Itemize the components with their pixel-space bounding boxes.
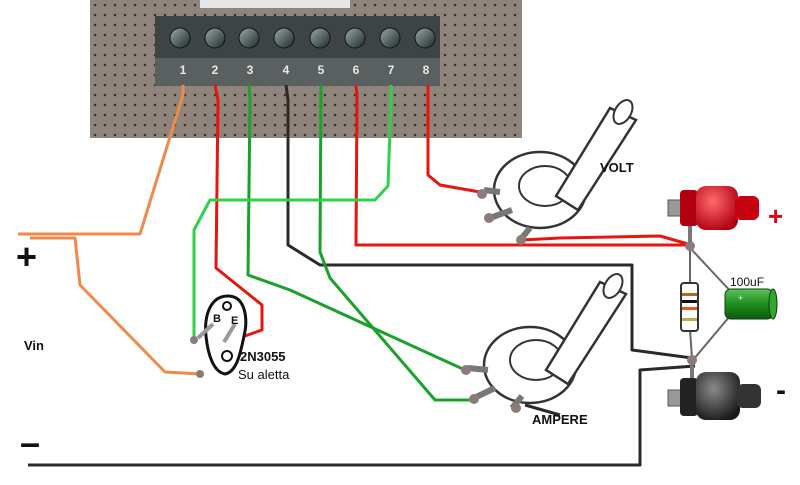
wire-t5-ampere [318, 84, 473, 402]
pin-b-label: B [213, 313, 221, 325]
ampere-potentiometer [461, 273, 628, 413]
wire-t2-base [213, 84, 264, 346]
wire-cap-top [691, 249, 735, 296]
wire-vin-plus [18, 85, 185, 236]
output-minus-sign: - [776, 374, 786, 407]
wires [18, 84, 736, 467]
wire-res-bottom [689, 329, 693, 359]
wire-t7-base [192, 85, 393, 340]
capacitor-label: 100uF [730, 275, 764, 289]
terminal-label-8: 8 [423, 63, 430, 77]
terminal-label-7: 7 [388, 63, 395, 77]
ampere-label: AMPERE [532, 412, 588, 427]
svg-text:+: + [738, 293, 743, 303]
wire-t3-ampere [246, 84, 466, 372]
transistor-2n3055: B E [196, 294, 248, 376]
terminal-label-1: 1 [180, 63, 187, 77]
vin-label: Vin [24, 338, 44, 353]
pin-e-label: E [231, 315, 238, 327]
output-plus-sign: + [768, 201, 783, 231]
transistor-name: 2N3055 [240, 349, 286, 364]
terminal-label-4: 4 [283, 63, 290, 77]
wire-t8-volt [426, 85, 481, 194]
vin-plus-sign: + [16, 236, 37, 277]
wire-t6-output [354, 84, 690, 247]
terminal-label-6: 6 [353, 63, 360, 77]
transistor-note: Su aletta [238, 367, 290, 382]
output-terminal-positive [667, 186, 759, 242]
output-terminal-negative [667, 364, 761, 420]
wire-volt-wiper [521, 234, 689, 246]
terminal-block: 1 2 3 4 5 6 7 8 [155, 16, 440, 86]
terminal-label-5: 5 [318, 63, 325, 77]
resistor [680, 282, 699, 332]
wire-vin-to-emitter [30, 236, 201, 376]
terminal-label-3: 3 [247, 63, 254, 77]
wire-t4-ground [284, 84, 693, 360]
capacitor: + [724, 288, 778, 320]
wire-ground-return [28, 364, 696, 467]
volt-label: VOLT [600, 160, 634, 175]
vin-minus-sign: – [20, 422, 40, 463]
terminal-label-2: 2 [212, 63, 219, 77]
volt-potentiometer [477, 99, 638, 245]
terminal-screws [169, 27, 436, 49]
wire-ampere-out [524, 403, 561, 417]
